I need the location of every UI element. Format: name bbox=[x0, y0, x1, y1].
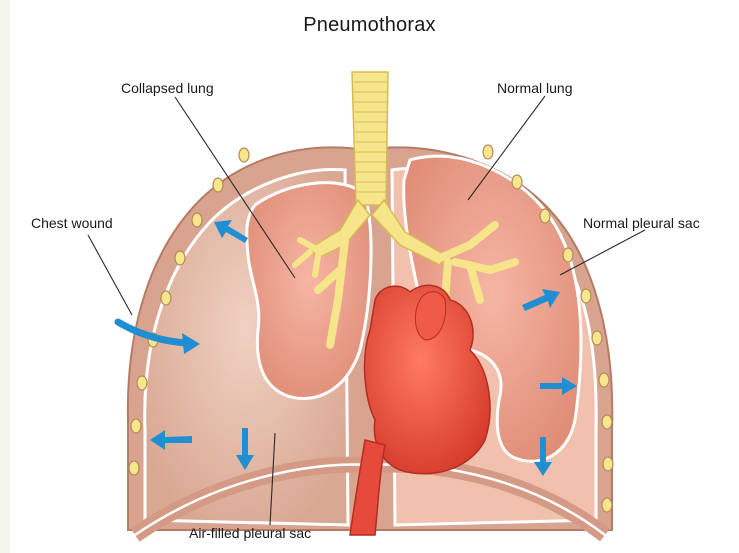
diagram-title: Pneumothorax bbox=[0, 14, 739, 37]
label-air-filled-pleural-sac: Air-filled pleural sac bbox=[189, 525, 311, 541]
label-chest-wound: Chest wound bbox=[31, 215, 113, 231]
label-normal-lung: Normal lung bbox=[497, 80, 572, 96]
label-collapsed-lung: Collapsed lung bbox=[121, 80, 214, 96]
label-normal-pleural-sac: Normal pleural sac bbox=[583, 215, 700, 231]
